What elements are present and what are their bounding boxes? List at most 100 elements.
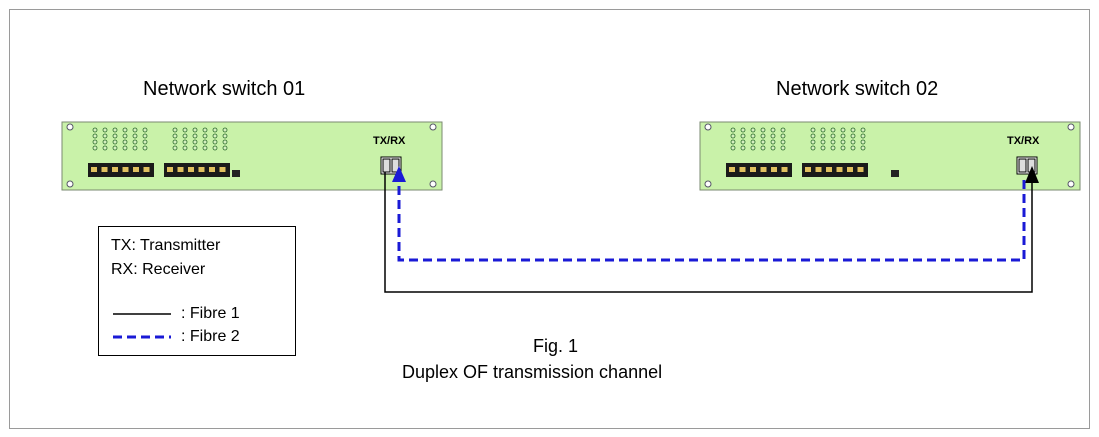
led-icon [820, 139, 826, 145]
led-icon [222, 127, 228, 133]
led-icon [820, 145, 826, 151]
port-icon [836, 167, 843, 172]
led-icon [112, 139, 118, 145]
led-icon [212, 133, 218, 139]
led-icon [770, 145, 776, 151]
led-icon [840, 133, 846, 139]
port-block-icon [726, 163, 792, 177]
port-icon [760, 167, 767, 172]
led-icon [770, 139, 776, 145]
network-switch-01: TX/RX [61, 121, 443, 191]
led-icon [850, 145, 856, 151]
ethernet-port-row [726, 163, 868, 177]
led-icon [212, 127, 218, 133]
port-icon [112, 167, 118, 172]
led-icon [112, 127, 118, 133]
led-icon [810, 139, 816, 145]
led-icon [192, 139, 198, 145]
led-icon [830, 139, 836, 145]
led-icon [730, 127, 736, 133]
led-icon [860, 145, 866, 151]
screw-hole-icon [429, 180, 437, 188]
led-icon [840, 145, 846, 151]
fibre-2-arrowhead-icon [392, 166, 406, 182]
led-icon [172, 145, 178, 151]
led-icon [172, 127, 178, 133]
led-icon [730, 139, 736, 145]
status-led-icon [232, 170, 240, 177]
port-icon [143, 167, 150, 172]
led-icon [92, 127, 98, 133]
screw-hole-icon [1067, 180, 1075, 188]
led-icon [780, 127, 786, 133]
led-icon [750, 145, 756, 151]
switch-01-title: Network switch 01 [143, 78, 306, 100]
led-icon [740, 127, 746, 133]
screw-hole-icon [66, 180, 74, 188]
led-icon [760, 139, 766, 145]
led-icon [770, 127, 776, 133]
led-icon [760, 133, 766, 139]
screw-hole-icon [704, 123, 712, 131]
led-icon [810, 133, 816, 139]
led-icon [780, 133, 786, 139]
led-icon [192, 127, 198, 133]
led-icon [730, 133, 736, 139]
led-icon [92, 145, 98, 151]
led-icon [202, 139, 208, 145]
led-icon [172, 133, 178, 139]
switch-01-port-label: TX/RX [373, 135, 406, 147]
led-icon [740, 133, 746, 139]
diagram-frame [9, 9, 1090, 429]
led-grid [730, 127, 866, 151]
led-icon [142, 133, 148, 139]
led-icon [850, 139, 856, 145]
ethernet-port-row [88, 163, 230, 177]
led-icon [132, 133, 138, 139]
led-icon [740, 145, 746, 151]
led-icon [122, 127, 128, 133]
led-icon [830, 145, 836, 151]
switch-02-port-label: TX/RX [1007, 135, 1040, 147]
led-icon [860, 139, 866, 145]
screw-hole-icon [704, 180, 712, 188]
led-icon [820, 133, 826, 139]
fibre-2-line [397, 176, 1026, 262]
led-icon [142, 139, 148, 145]
led-icon [182, 139, 188, 145]
port-block-icon [88, 163, 154, 177]
led-icon [860, 127, 866, 133]
led-icon [142, 145, 148, 151]
led-icon [212, 139, 218, 145]
legend-tx: TX: Transmitter [111, 237, 221, 254]
led-icon [780, 139, 786, 145]
led-icon [820, 127, 826, 133]
port-icon [122, 167, 129, 172]
port-icon [847, 167, 853, 172]
screw-hole-icon [66, 123, 74, 131]
led-icon [840, 139, 846, 145]
port-icon [729, 167, 735, 172]
figure-caption: Duplex OF transmission channel [402, 362, 663, 382]
screw-hole-icon [429, 123, 437, 131]
led-icon [202, 133, 208, 139]
led-icon [202, 127, 208, 133]
led-icon [102, 145, 108, 151]
led-icon [222, 145, 228, 151]
led-icon [92, 139, 98, 145]
port-icon [815, 167, 822, 172]
led-icon [780, 145, 786, 151]
led-icon [770, 133, 776, 139]
port-icon [826, 167, 832, 172]
led-icon [102, 127, 108, 133]
port-icon [771, 167, 777, 172]
led-icon [122, 133, 128, 139]
port-icon [188, 167, 194, 172]
led-icon [730, 145, 736, 151]
led-icon [182, 145, 188, 151]
led-icon [222, 139, 228, 145]
port-icon [739, 167, 746, 172]
port-icon [177, 167, 184, 172]
led-icon [182, 127, 188, 133]
